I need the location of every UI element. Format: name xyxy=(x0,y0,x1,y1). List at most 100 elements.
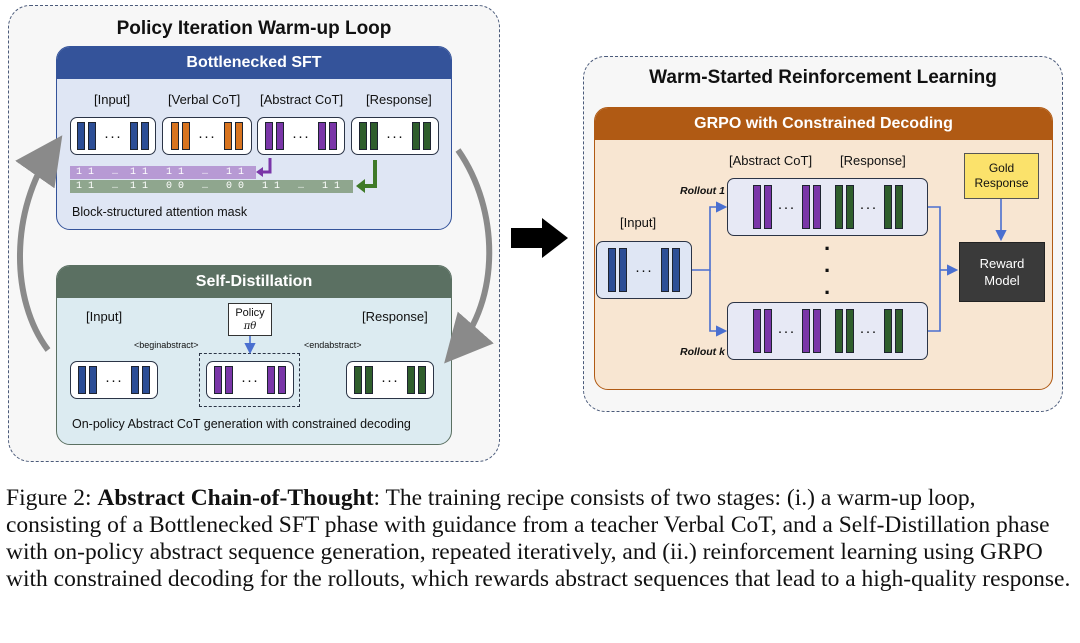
token-ellipsis: ··· xyxy=(381,371,399,389)
token xyxy=(672,248,680,292)
sft-response-sequence: ··· xyxy=(351,117,439,155)
token xyxy=(267,366,275,394)
end-abstract-tag: <endabstract> xyxy=(304,340,362,350)
token-ellipsis: ··· xyxy=(777,198,796,216)
attention-mask-row-1: 1 1 … 1 1 1 1 … 1 1 xyxy=(70,166,256,179)
token xyxy=(834,309,843,353)
token xyxy=(329,122,337,150)
mask-arrow-purple xyxy=(260,158,272,174)
token xyxy=(171,122,179,150)
sft-input-label: [Input] xyxy=(94,92,131,107)
gold-response-label: Gold Response xyxy=(974,161,1029,190)
self-distillation-title: Self-Distillation xyxy=(57,266,451,298)
token xyxy=(318,122,326,150)
caption-text: : The training recipe consists of two st… xyxy=(6,485,1071,592)
token xyxy=(763,185,772,229)
distill-response-label: [Response] xyxy=(362,309,428,324)
vertical-ellipsis-dot: · xyxy=(824,258,832,283)
token xyxy=(225,366,233,394)
stage-transition-arrow xyxy=(511,218,568,258)
token xyxy=(359,122,367,150)
token xyxy=(763,309,772,353)
token xyxy=(418,366,426,394)
rollout-1-sequence: ··· ··· xyxy=(727,178,928,236)
token xyxy=(77,122,85,150)
token xyxy=(235,122,243,150)
token xyxy=(142,366,150,394)
distill-response-sequence: ··· xyxy=(346,361,434,399)
token xyxy=(752,309,761,353)
warm-started-rl-title: Warm-Started Reinforcement Learning xyxy=(649,67,997,88)
token-ellipsis: ··· xyxy=(859,322,878,340)
token xyxy=(224,122,232,150)
begin-abstract-tag: <beginabstract> xyxy=(134,340,199,350)
mask-arrow-green-head xyxy=(356,179,365,193)
reward-model-label: Reward Model xyxy=(979,256,1025,288)
rollouts-to-reward-arrow xyxy=(928,206,941,332)
reward-model-box: Reward Model xyxy=(959,242,1045,302)
token xyxy=(370,122,378,150)
caption-prefix: Figure 2: xyxy=(6,485,98,511)
caption-bold-title: Abstract Chain-of-Thought xyxy=(97,485,374,511)
token xyxy=(801,309,810,353)
policy-box: Policy πθ xyxy=(228,303,272,336)
grpo-input-sequence: ··· xyxy=(596,241,692,299)
token xyxy=(834,185,843,229)
token-ellipsis: ··· xyxy=(777,322,796,340)
token xyxy=(182,122,190,150)
token xyxy=(78,366,86,394)
self-distillation-box: Self-Distillation xyxy=(56,265,452,445)
token xyxy=(883,185,892,229)
rollout-1-label: Rollout 1 xyxy=(680,185,725,197)
token-ellipsis: ··· xyxy=(292,127,310,145)
vertical-ellipsis-dot: · xyxy=(824,236,832,261)
vertical-ellipsis-dot: · xyxy=(824,280,832,305)
token xyxy=(608,248,616,292)
grpo-abstract-cot-label: [Abstract CoT] xyxy=(729,153,813,168)
sft-abstract-cot-sequence: ··· xyxy=(257,117,345,155)
grpo-title: GRPO with Constrained Decoding xyxy=(595,108,1052,140)
policy-symbol: πθ xyxy=(243,321,257,332)
token-ellipsis: ··· xyxy=(635,261,653,279)
token xyxy=(661,248,669,292)
distill-caption: On-policy Abstract CoT generation with c… xyxy=(72,417,411,431)
token xyxy=(412,122,420,150)
distill-abstract-sequence: ··· xyxy=(206,361,294,399)
token xyxy=(752,185,761,229)
token xyxy=(141,122,149,150)
sft-abstract-cot-label: [Abstract CoT] xyxy=(260,92,344,107)
distill-input-label: [Input] xyxy=(86,309,123,324)
token xyxy=(845,309,854,353)
token xyxy=(130,122,138,150)
token xyxy=(845,185,854,229)
token xyxy=(278,366,286,394)
loop-arrow-right xyxy=(444,148,494,364)
token-ellipsis: ··· xyxy=(386,127,404,145)
token xyxy=(812,185,821,229)
token xyxy=(265,122,273,150)
token xyxy=(894,309,903,353)
token-ellipsis: ··· xyxy=(105,371,123,389)
sft-response-label: [Response] xyxy=(366,92,432,107)
token xyxy=(883,309,892,353)
token xyxy=(423,122,431,150)
figure-caption: Figure 2: Abstract Chain-of-Thought: The… xyxy=(6,485,1076,593)
sft-input-sequence: ··· xyxy=(70,117,156,155)
gold-response-box: Gold Response xyxy=(964,153,1039,199)
grpo-input-label: [Input] xyxy=(620,215,657,230)
sft-verbal-cot-label: [Verbal CoT] xyxy=(168,92,241,107)
rollout-k-label: Rollout k xyxy=(680,346,725,358)
token xyxy=(801,185,810,229)
token-ellipsis: ··· xyxy=(241,371,259,389)
input-to-rollouts-arrow xyxy=(692,201,728,271)
warmup-loop-title: Policy Iteration Warm-up Loop xyxy=(116,18,392,39)
token xyxy=(619,248,627,292)
token xyxy=(407,366,415,394)
token xyxy=(214,366,222,394)
token-ellipsis: ··· xyxy=(104,127,122,145)
token xyxy=(131,366,139,394)
token xyxy=(894,185,903,229)
token xyxy=(88,122,96,150)
token xyxy=(812,309,821,353)
